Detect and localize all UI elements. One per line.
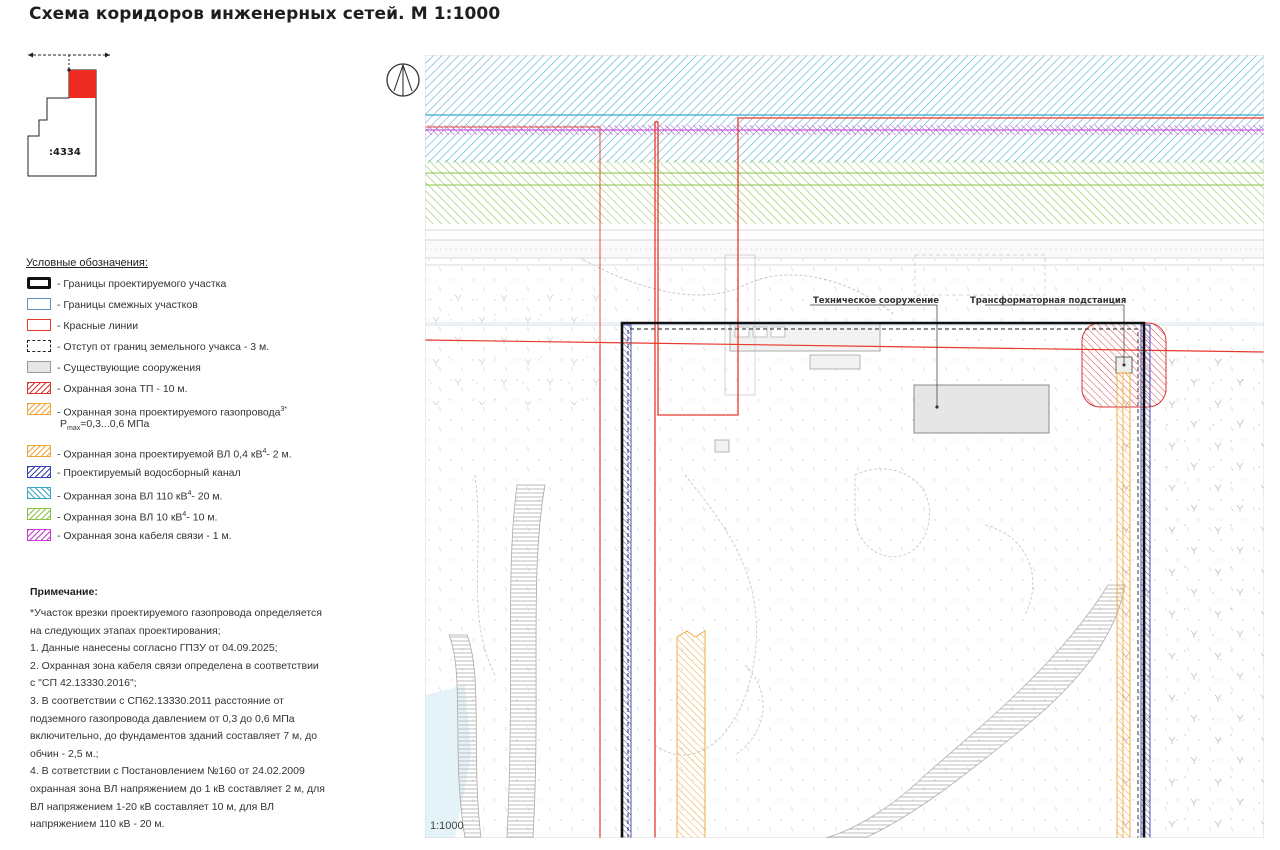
canal-swatch bbox=[27, 466, 51, 478]
legend: - Границы проектируемого участка - Грани… bbox=[27, 276, 397, 549]
label-technical-structure: Техническое сооружение bbox=[813, 296, 940, 306]
existing-structures-swatch bbox=[27, 361, 51, 373]
arrow-left-icon bbox=[28, 52, 33, 58]
gas-zone-swatch bbox=[27, 403, 51, 415]
tp-zone-swatch bbox=[27, 382, 51, 394]
legend-item-vl110-zone: - Охранная зона ВЛ 110 кВ4- 20 м. bbox=[27, 486, 397, 507]
note-line: 4. В сответствии с Постановлением №160 о… bbox=[30, 765, 305, 778]
page-title: Схема коридоров инженерных сетей. М 1:10… bbox=[29, 4, 501, 24]
vl110-zone bbox=[425, 55, 1264, 163]
contour-line bbox=[574, 254, 896, 316]
note-line: напряжением 110 кВ - 20 м. bbox=[30, 818, 165, 831]
canal-west bbox=[621, 324, 632, 838]
map-scale-label: 1:1000 bbox=[430, 820, 464, 832]
vl10-zone-swatch bbox=[27, 508, 51, 520]
embankment-west bbox=[506, 484, 546, 838]
contour-line bbox=[854, 468, 930, 558]
note-line: *Участок врезки проектируемого газопрово… bbox=[30, 607, 322, 619]
legend-item-vl04-zone: - Охранная зона проектируемой ВЛ 0,4 кВ4… bbox=[27, 444, 397, 465]
key-map-highlight bbox=[69, 70, 96, 98]
grass-area-west bbox=[425, 285, 605, 405]
notes-title: Примечание: bbox=[30, 586, 98, 598]
key-map-label: :4334 bbox=[49, 147, 81, 158]
existing-structure bbox=[714, 439, 730, 453]
red-line-swatch bbox=[27, 319, 51, 331]
red-line bbox=[654, 117, 1264, 838]
note-line: с "СП 42.13330.2016"; bbox=[30, 677, 137, 690]
site-border bbox=[620, 321, 1146, 838]
contour-line bbox=[734, 664, 764, 756]
legend-item-canal: - Проектируемый водосборный канал bbox=[27, 465, 397, 486]
legend-item-cable-zone: - Охранная зона кабеля связи - 1 м. bbox=[27, 528, 397, 549]
existing-structure bbox=[729, 322, 881, 352]
notes: *Участок врезки проектируемого газопрово… bbox=[30, 605, 385, 834]
road-strip bbox=[425, 239, 1264, 259]
technical-structure bbox=[913, 384, 1050, 434]
site-border-swatch bbox=[27, 277, 51, 289]
setback-line bbox=[627, 328, 1139, 838]
note-line: обчин - 2,5 м.; bbox=[30, 747, 99, 760]
contour-line bbox=[474, 474, 496, 676]
legend-item-tp-zone: - Охранная зона ТП - 10 м. bbox=[27, 381, 397, 402]
legend-item-setback: - Отступ от границ земельного учакса - 3… bbox=[27, 339, 397, 360]
north-arrow-icon bbox=[386, 63, 420, 97]
legend-item-red-lines: - Красные линии bbox=[27, 318, 397, 339]
vl04-zone bbox=[1116, 372, 1131, 838]
existing-structure bbox=[809, 354, 861, 370]
arrow-right-icon bbox=[105, 52, 110, 58]
gas-zone bbox=[676, 630, 706, 838]
note-line: на следующих этапах проектирования; bbox=[30, 624, 221, 637]
legend-item-site-border: - Границы проектируемого участка bbox=[27, 276, 397, 297]
note-line: ВЛ напряжением 1-20 кВ составляет 10 м, … bbox=[30, 800, 275, 813]
canal-east bbox=[1140, 324, 1151, 838]
legend-title: Условные обозначения: bbox=[26, 257, 148, 269]
label-transformer-substation: Трансформаторная подстанция bbox=[970, 296, 1127, 306]
setback-swatch bbox=[27, 340, 51, 352]
adjacent-border-swatch bbox=[27, 298, 51, 310]
map-canvas[interactable] bbox=[425, 55, 1264, 838]
note-line: 2. Охранная зона кабеля связи определена… bbox=[30, 659, 319, 672]
cable-zone-swatch bbox=[27, 529, 51, 541]
note-line: включительно, до фундаментов зданий сост… bbox=[30, 730, 318, 743]
contour-line bbox=[984, 524, 1034, 616]
legend-item-vl10-zone: - Охранная зона ВЛ 10 кВ4- 10 м. bbox=[27, 507, 397, 528]
embankment-far-west bbox=[448, 634, 482, 838]
note-line: охранная зона ВЛ напряжением до 1 кВ сос… bbox=[30, 782, 325, 795]
note-line: 1. Данные нанесены согласно ГПЗУ от 04.0… bbox=[30, 642, 278, 655]
note-line: подземного газопровода давлением от 0,3 … bbox=[30, 712, 295, 725]
legend-item-existing: - Существующие сооружения bbox=[27, 360, 397, 381]
grass-area-east bbox=[1105, 345, 1264, 838]
vl10-zone bbox=[425, 160, 1264, 224]
legend-item-gas-zone: - Охранная зона проектируемого газопрово… bbox=[27, 402, 397, 444]
note-line: 3. В соответствии с СП62.13330.2011 расс… bbox=[30, 694, 284, 707]
vl04-zone-swatch bbox=[27, 445, 51, 457]
vl110-zone-swatch bbox=[27, 487, 51, 499]
embankment-diagonal bbox=[824, 584, 1126, 838]
key-map bbox=[27, 52, 110, 177]
legend-item-adjacent-border: - Границы смежных участков bbox=[27, 297, 397, 318]
